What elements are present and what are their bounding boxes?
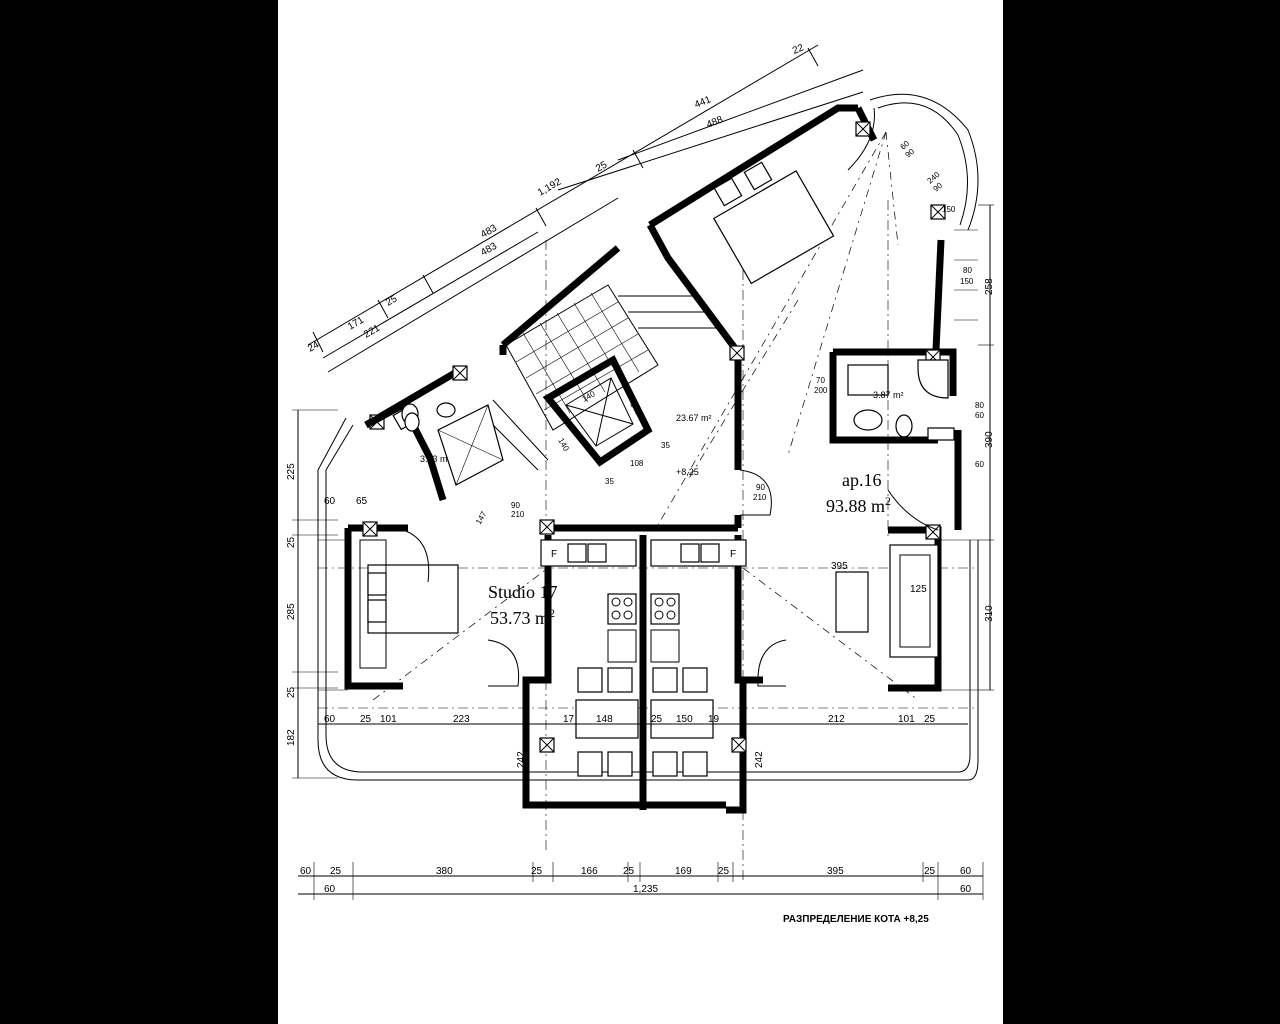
- dim-label: 25: [360, 714, 372, 725]
- kitchen-right: F: [650, 539, 747, 663]
- dim-label: 25: [651, 714, 663, 725]
- dim-label: 35: [605, 477, 614, 486]
- bottom-dimensions: 60 25 380 25 166 25 169 25 395 25 60 60 …: [298, 862, 984, 900]
- dim-label: 25: [286, 686, 297, 698]
- dim-label: 101: [380, 714, 397, 725]
- dim-label: 19: [708, 714, 720, 725]
- dim-label: 150: [676, 714, 693, 725]
- room-labels: ap.16 93.88 m2 Studio 17 53.73 m2 3.87 m…: [420, 390, 904, 628]
- drawing-sheet: 24 171 25 221 483 483 1,192 25 441 488 2…: [278, 0, 1003, 1024]
- dimension-ticks: [312, 47, 819, 353]
- bed-upper: [712, 161, 835, 285]
- terrace-dimensions: 60 25 101 223 17 148 25 150 19 212 101 2…: [318, 714, 968, 725]
- bed-studio: [359, 539, 459, 669]
- dim-label: 25: [330, 866, 342, 877]
- dim-label: 60: [324, 884, 336, 895]
- dim-label: 258: [984, 278, 995, 295]
- dim-label: 150: [960, 277, 974, 286]
- dining-sets: [575, 667, 714, 777]
- dim-label: 108: [630, 459, 644, 468]
- dim-label: 65: [356, 496, 368, 507]
- dim-label: 60: [975, 411, 984, 420]
- unit-name-studio17: Studio 17: [488, 582, 558, 602]
- dim-label: 390: [984, 431, 995, 448]
- bath-left-area: 3.33 m: [420, 454, 448, 464]
- drawing-caption: РАЗПРЕДЕЛЕНИЕ КОТА +8,25: [783, 914, 929, 925]
- dim-label: 200: [814, 386, 828, 395]
- dim-label: 25: [594, 159, 610, 174]
- bath-right-area: 3.87 m²: [873, 390, 904, 400]
- dim-label: 101: [898, 714, 915, 725]
- dim-label: 25: [531, 866, 543, 877]
- dim-label: 70: [816, 376, 825, 385]
- dim-label: 25: [286, 536, 297, 548]
- dim-label: 210: [511, 510, 525, 519]
- dim-label: 25: [623, 866, 635, 877]
- dim-label: 223: [453, 714, 470, 725]
- dim-label: 24: [306, 339, 322, 354]
- dim-label: 483: [479, 223, 499, 241]
- dim-label: 395: [827, 866, 844, 877]
- dim-label: 60: [324, 496, 336, 507]
- dim-label: 1,235: [633, 884, 658, 895]
- unit-area-studio17: 53.73 m2: [490, 606, 555, 628]
- dim-label: 25: [718, 866, 730, 877]
- dim-label: 210: [753, 493, 767, 502]
- dim-label: 242: [516, 751, 527, 768]
- dim-label: 60: [300, 866, 312, 877]
- dim-label: 1,192: [536, 176, 564, 198]
- terrace-rail: [318, 229, 978, 691]
- stair-hall-area: 23.67 m²: [676, 413, 712, 423]
- dim-label: 150: [942, 205, 956, 214]
- dim-label: 225: [286, 463, 297, 480]
- dim-label: 60: [960, 884, 972, 895]
- staircase: [477, 284, 718, 471]
- unit-area-ap16: 93.88 m2: [826, 494, 891, 516]
- kitchen-left: F: [540, 539, 637, 663]
- dim-label: 80: [975, 401, 984, 410]
- dim-label: 22: [791, 42, 806, 57]
- dim-label: 90: [756, 483, 765, 492]
- dim-label: 285: [286, 603, 297, 620]
- dim-label: 25: [924, 866, 936, 877]
- dim-label: 310: [984, 605, 995, 622]
- floor-plan: 24 171 25 221 483 483 1,192 25 441 488 2…: [286, 42, 995, 925]
- dim-label: 140: [581, 389, 598, 404]
- elevator-shaft: [542, 355, 653, 467]
- dim-label: 80: [963, 266, 972, 275]
- terrace-outline: [317, 93, 979, 781]
- dim-label: 395: [831, 561, 848, 572]
- dim-label: 166: [581, 866, 598, 877]
- dim-label: 60: [975, 460, 984, 469]
- right-dimensions: 258 390 310: [978, 204, 995, 691]
- bathroom-left: [364, 400, 504, 502]
- fridge-label: F: [730, 549, 736, 560]
- dim-label: 25: [384, 293, 400, 308]
- dim-label: 488: [705, 114, 725, 131]
- dim-label: 212: [828, 714, 845, 725]
- dim-label: 140: [556, 437, 571, 454]
- dim-label: 60: [324, 714, 336, 725]
- bathroom-right: [847, 359, 955, 441]
- dim-label: 90: [511, 501, 520, 510]
- fridge-label: F: [551, 549, 557, 560]
- studio-partitions: [522, 535, 763, 814]
- dim-label: 35: [661, 441, 670, 450]
- dim-label: 60: [960, 866, 972, 877]
- dim-label: 380: [436, 866, 453, 877]
- dim-label: 148: [596, 714, 613, 725]
- dim-label: 125: [910, 584, 927, 595]
- dim-label: 169: [675, 866, 692, 877]
- dim-label: 242: [754, 751, 765, 768]
- dim-label: 147: [474, 509, 489, 526]
- door-swings: [402, 107, 939, 687]
- left-dimensions: 225 25 285 25 182: [286, 409, 338, 779]
- dim-label: 25: [924, 714, 936, 725]
- unit-name-ap16: ap.16: [842, 470, 882, 490]
- dim-label: 17: [563, 714, 575, 725]
- level-mark: +8,25: [676, 467, 699, 477]
- living-furniture: [835, 544, 939, 658]
- dim-label: 182: [286, 729, 297, 746]
